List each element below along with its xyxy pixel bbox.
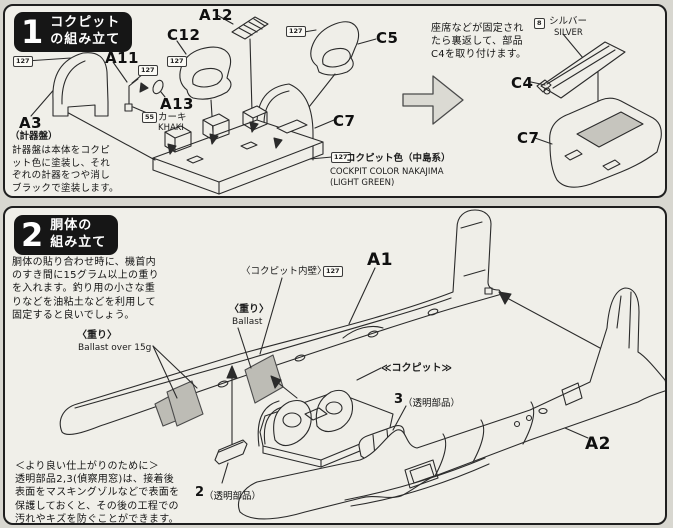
- step2-panel: 2 胴体の 組み立て 胴体の貼り合わせ時に、機首内 のすき間に15グラム以上の重…: [3, 206, 667, 525]
- color-marker-8: 8: [534, 18, 545, 29]
- part-label-c4: C4: [511, 74, 534, 92]
- part-label-a12: A12: [199, 6, 233, 24]
- cockpit-callout-label: ≪コクピット≫: [381, 363, 452, 374]
- ballast-over-label-en: Ballast over 15g: [78, 343, 152, 353]
- part-label-a11: A11: [105, 49, 139, 67]
- cockpit-inner-wall-label: 〈コクピット内壁〉: [241, 266, 327, 277]
- a3-paint-note: 計器盤は本体をコクピ ット色に塗装し、それ ぞれの計器をつや消し ブラックで塗装…: [12, 145, 119, 194]
- part-label-c7: C7: [333, 112, 356, 130]
- part-label-a3: A3: [19, 114, 43, 132]
- color-marker-127: 127: [286, 26, 306, 37]
- ballast-instruction-note: 胴体の貼り合わせ時に、機首内 のすき間に15グラム以上の重り を入れます。釣り用…: [12, 257, 159, 321]
- part-label-a3-sub: （計器盤）: [10, 131, 58, 142]
- ballast2-label-en: Ballast: [232, 317, 263, 327]
- step2-badge: 2 胴体の 組み立て: [14, 215, 119, 255]
- part-label-a2: A2: [585, 434, 611, 454]
- part-label-2-clear: （透明部品）: [204, 491, 262, 502]
- khaki-label-en: KHAKI: [158, 123, 184, 133]
- color-marker-127: 127: [331, 152, 351, 163]
- step2-number: 2: [21, 215, 44, 254]
- part-label-a13: A13: [160, 95, 194, 113]
- color-marker-127: 127: [323, 266, 343, 277]
- part-label-c7-flipped: C7: [517, 129, 540, 147]
- part-label-c5: C5: [376, 29, 399, 47]
- cockpit-color-en: COCKPIT COLOR NAKAJIMA (LIGHT GREEN): [330, 167, 444, 188]
- color-marker-55: 55: [142, 112, 158, 123]
- silver-label-jp: シルバー: [549, 16, 588, 27]
- step1-badge: 1 コクピット の組み立て: [14, 12, 133, 52]
- step2-title: 胴体の 組み立て: [50, 218, 107, 250]
- step1-number: 1: [21, 12, 44, 51]
- part-label-3-clear: （透明部品）: [403, 398, 461, 409]
- part-label-a1: A1: [367, 250, 393, 270]
- ballast-label-jp: 〈重り〉: [77, 330, 117, 341]
- part-label-2: 2: [195, 485, 205, 500]
- color-marker-127: 127: [167, 56, 187, 67]
- flip-instruction-note: 座席などが固定され たら裏返して、部品 C4を取り付けます。: [431, 23, 527, 61]
- finish-tip-note: ＜より良い仕上がりのために＞ 透明部品2,3(偵察用窓)は、接着後 表面をマスキ…: [15, 461, 180, 525]
- step1-diagram: [25, 14, 662, 195]
- cockpit-color-jp: コクピット色（中島系）: [346, 153, 451, 164]
- color-marker-127: 127: [13, 56, 33, 67]
- part-label-c12: C12: [167, 26, 201, 44]
- step2-diagram: [59, 209, 665, 520]
- part-label-3: 3: [394, 392, 404, 407]
- khaki-label-jp: カーキ: [158, 112, 187, 123]
- color-marker-127: 127: [138, 65, 158, 76]
- ballast2-label-jp: 〈重り〉: [229, 304, 269, 315]
- step1-panel: 1 コクピット の組み立て 127 A3 （計器盤） 計器盤は本体をコクピ ット…: [3, 4, 667, 198]
- silver-label-en: SILVER: [554, 28, 583, 38]
- step1-title: コクピット の組み立て: [50, 15, 121, 47]
